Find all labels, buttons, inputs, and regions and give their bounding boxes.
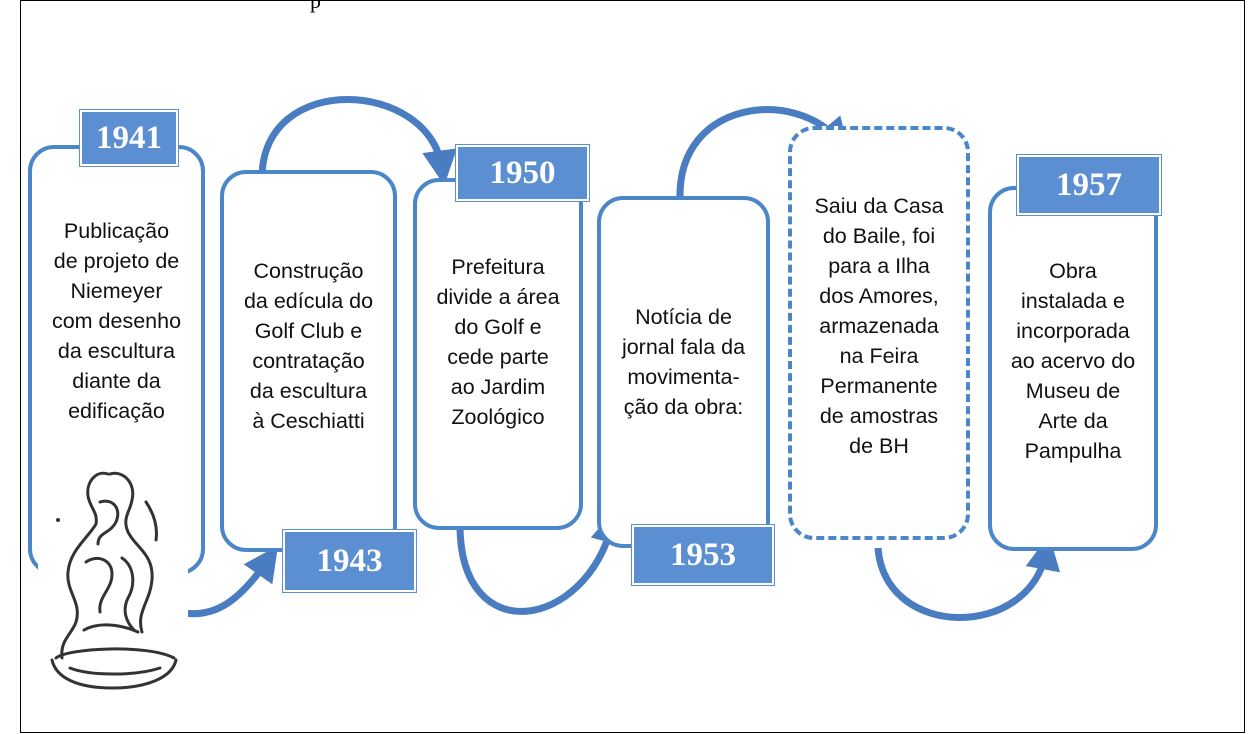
year-badge-1957: 1957 (1016, 154, 1162, 216)
event-text-1941: Publicação de projeto de Niemeyer com de… (51, 219, 182, 423)
event-card-fair: Saiu da Casa do Baile, foi para a Ilha d… (788, 126, 970, 540)
event-card-1953: Notícia de jornal fala da movimenta- ção… (597, 196, 770, 548)
event-text-1953: Notícia de jornal fala da movimenta- ção… (621, 305, 746, 419)
arrow-1950-1953 (456, 508, 625, 615)
arrow-1941-1943 (177, 545, 279, 618)
event-card-1943: Construção da edícula do Golf Club e con… (220, 170, 397, 552)
arrow-1943-1950 (258, 96, 457, 186)
year-badge-1953: 1953 (631, 524, 775, 586)
year-badge-1950: 1950 (455, 144, 590, 202)
arrow-1953-fair (676, 106, 850, 199)
year-badge-1943: 1943 (282, 529, 417, 593)
event-text-fair: Saiu da Casa do Baile, foi para a Ilha d… (814, 194, 944, 458)
event-card-1950: Prefeitura divide a área do Golf e cede … (413, 178, 583, 530)
event-text-1950: Prefeitura divide a área do Golf e cede … (436, 254, 560, 429)
diagram-frame (20, 0, 1245, 733)
frame-top-border (20, 0, 1245, 1)
arrow-fair-1957 (874, 534, 1061, 621)
event-card-1957: Obra instalada e incorporada ao acervo d… (988, 186, 1158, 551)
event-text-1957: Obra instalada e incorporada ao acervo d… (1010, 259, 1136, 463)
event-text-1943: Construção da edícula do Golf Club e con… (243, 259, 374, 433)
year-badge-1941: 1941 (79, 109, 179, 167)
sculpture-sketch-icon (38, 462, 188, 694)
header-fragment: p (310, 0, 321, 13)
